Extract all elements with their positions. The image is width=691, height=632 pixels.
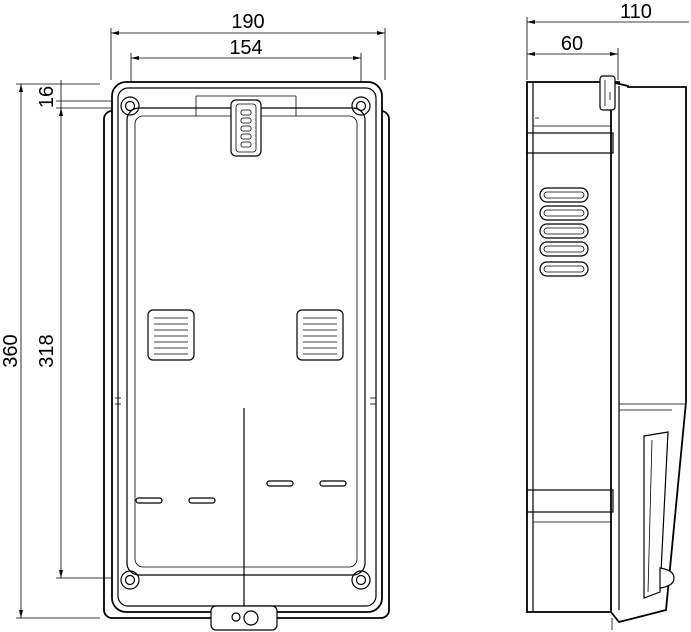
side-top-hook bbox=[599, 75, 616, 111]
mounting-hole-top-right bbox=[351, 96, 371, 116]
dim-label-110: 110 bbox=[620, 1, 652, 23]
top-clip bbox=[230, 99, 262, 157]
dim-label-154: 154 bbox=[229, 37, 262, 59]
slot bbox=[319, 480, 347, 487]
dimension-lines bbox=[16, 17, 689, 619]
side-view bbox=[526, 75, 687, 630]
slot bbox=[188, 497, 216, 504]
front-view bbox=[103, 81, 390, 631]
dimension-arrows bbox=[19, 20, 618, 618]
side-bottom-knob bbox=[659, 567, 675, 589]
dim-label-318: 318 bbox=[36, 334, 58, 367]
mounting-hole-bottom-right bbox=[351, 570, 371, 590]
dim-label-190: 190 bbox=[231, 11, 264, 33]
side-vents bbox=[539, 187, 589, 277]
vent-grille-right bbox=[296, 309, 344, 361]
dim-label-60: 60 bbox=[561, 33, 583, 55]
mounting-hole-top-left bbox=[120, 96, 140, 116]
front-frame bbox=[111, 81, 383, 613]
bottom-tab bbox=[210, 605, 278, 631]
mounting-hole-bottom-left bbox=[120, 570, 140, 590]
side-label-window bbox=[526, 489, 614, 513]
dim-label-16: 16 bbox=[36, 86, 58, 108]
slot bbox=[135, 497, 163, 504]
side-label-window bbox=[526, 132, 614, 154]
dim-label-360: 360 bbox=[0, 334, 22, 367]
side-body bbox=[526, 81, 620, 613]
slot bbox=[266, 480, 294, 487]
side-front-cover bbox=[610, 80, 687, 624]
vent-grille-left bbox=[147, 309, 195, 361]
side-lower-cover-panel bbox=[643, 431, 669, 599]
